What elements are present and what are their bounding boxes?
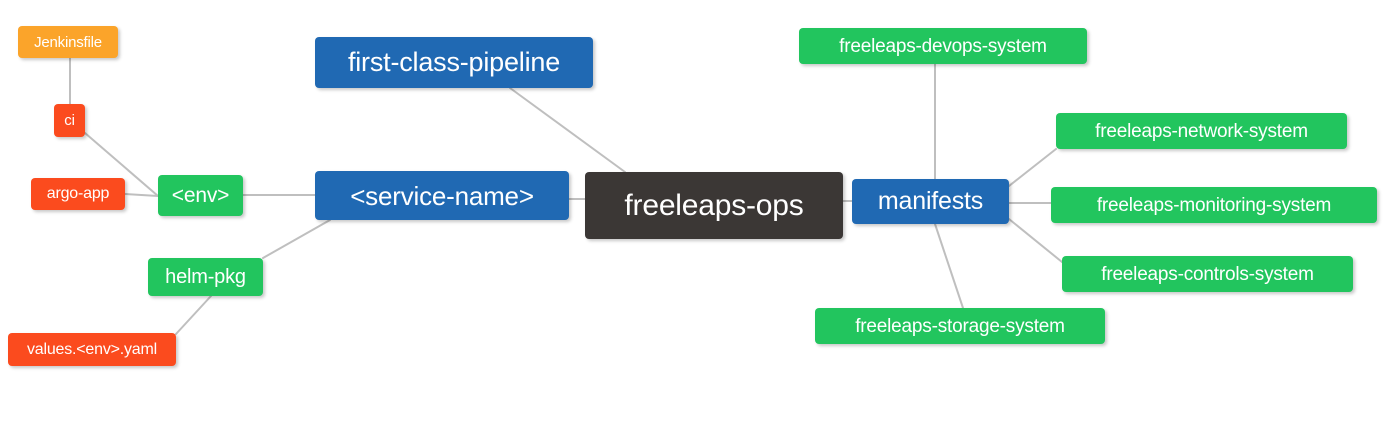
node-values-yaml[interactable]: values.<env>.yaml <box>8 333 176 366</box>
node-label-helm-pkg: helm-pkg <box>165 266 246 288</box>
node-freeleaps-monitoring-system[interactable]: freeleaps-monitoring-system <box>1051 187 1377 223</box>
node-first-class-pipeline[interactable]: first-class-pipeline <box>315 37 593 88</box>
node-ci[interactable]: ci <box>54 104 85 137</box>
node-argo-app[interactable]: argo-app <box>31 178 125 210</box>
node-env[interactable]: <env> <box>158 175 243 216</box>
edge-manifests-to-freeleaps-controls-system <box>1008 218 1063 263</box>
node-label-ci: ci <box>64 112 75 129</box>
edge-first-class-pipeline-to-freeleaps-ops <box>509 87 626 173</box>
node-freeleaps-devops-system[interactable]: freeleaps-devops-system <box>799 28 1087 64</box>
node-label-manifests: manifests <box>877 187 984 215</box>
node-label-freeleaps-network-system: freeleaps-network-system <box>1095 120 1308 142</box>
node-label-service-name: <service-name> <box>350 180 534 211</box>
node-label-values-yaml: values.<env>.yaml <box>26 340 157 358</box>
node-jenkinsfile[interactable]: Jenkinsfile <box>18 26 118 58</box>
edge-argo-app-to-env <box>124 193 159 197</box>
edge-helm-pkg-to-service-name <box>262 219 331 259</box>
node-label-freeleaps-storage-system: freeleaps-storage-system <box>855 315 1065 337</box>
node-label-argo-app: argo-app <box>46 185 110 202</box>
node-freeleaps-controls-system[interactable]: freeleaps-controls-system <box>1062 256 1353 292</box>
node-label-freeleaps-controls-system: freeleaps-controls-system <box>1101 263 1314 285</box>
node-helm-pkg[interactable]: helm-pkg <box>148 258 263 296</box>
node-freeleaps-ops[interactable]: freeleaps-ops <box>585 172 843 239</box>
node-label-env: <env> <box>171 184 230 207</box>
edge-manifests-to-freeleaps-network-system <box>1008 148 1057 187</box>
node-freeleaps-network-system[interactable]: freeleaps-network-system <box>1056 113 1347 149</box>
node-service-name[interactable]: <service-name> <box>315 171 569 220</box>
node-manifests[interactable]: manifests <box>852 179 1009 224</box>
edge-manifests-to-freeleaps-storage-system <box>934 223 964 309</box>
node-label-freeleaps-ops: freeleaps-ops <box>624 188 804 222</box>
node-label-first-class-pipeline: first-class-pipeline <box>347 47 561 77</box>
edge-values-yaml-to-helm-pkg <box>175 295 212 335</box>
node-freeleaps-storage-system[interactable]: freeleaps-storage-system <box>815 308 1105 344</box>
node-label-freeleaps-devops-system: freeleaps-devops-system <box>839 35 1047 57</box>
node-label-freeleaps-monitoring-system: freeleaps-monitoring-system <box>1096 194 1332 216</box>
node-label-jenkinsfile: Jenkinsfile <box>34 33 102 51</box>
